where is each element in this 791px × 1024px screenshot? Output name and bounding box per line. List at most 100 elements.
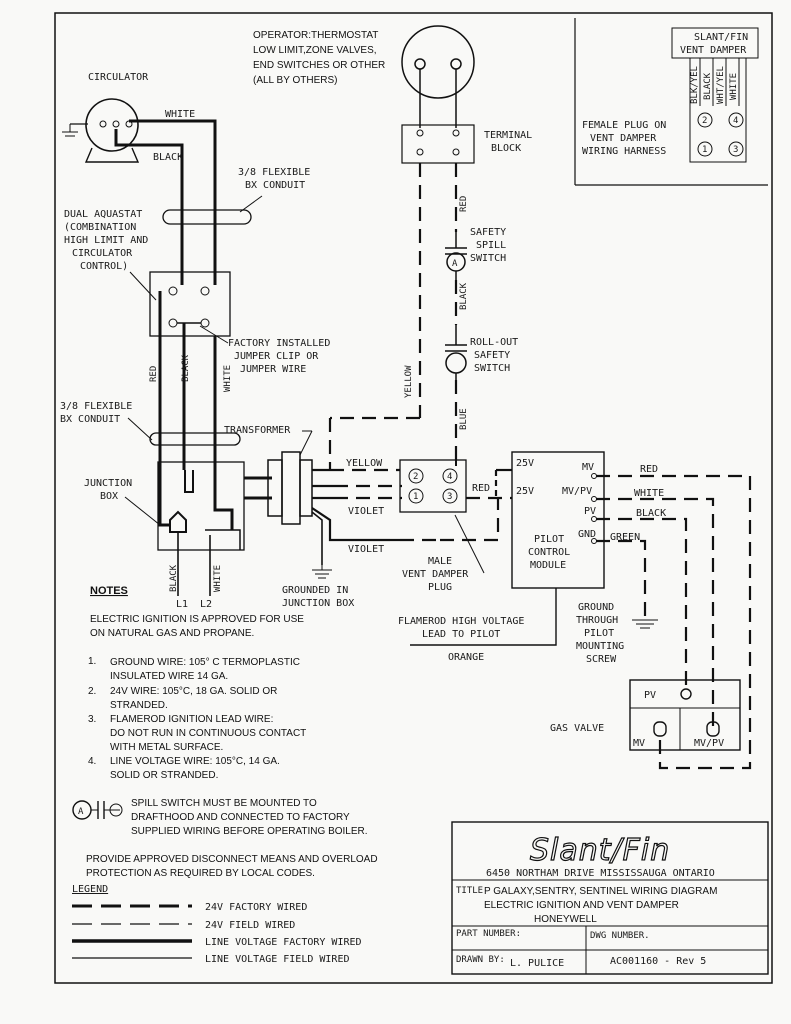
slant-fin-logo: Slant/Fin — [530, 833, 670, 868]
wire-label-red-aq: RED — [149, 366, 159, 382]
svg-text:END SWITCHES OR OTHER: END SWITCHES OR OTHER — [253, 60, 385, 71]
svg-text:WHT/YEL: WHT/YEL — [716, 66, 726, 104]
svg-text:PART NUMBER:: PART NUMBER: — [456, 929, 521, 939]
svg-text:SPILL SWITCH MUST BE MOUNTED T: SPILL SWITCH MUST BE MOUNTED TO — [131, 798, 317, 809]
svg-text:A: A — [78, 807, 84, 817]
operator-device — [401, 25, 475, 128]
svg-text:6450 NORTHAM DRIVE MISSISSAUGA: 6450 NORTHAM DRIVE MISSISSAUGA ONTARIO — [486, 868, 715, 879]
label-l1: L1 — [176, 599, 188, 610]
title-block: Slant/Fin 6450 NORTHAM DRIVE MISSISSAUGA… — [451, 821, 769, 975]
svg-text:GND: GND — [578, 529, 596, 540]
svg-text:PV: PV — [644, 690, 656, 701]
wire-label-blue: BLUE — [459, 408, 469, 430]
svg-text:DWG NUMBER.: DWG NUMBER. — [590, 931, 650, 941]
svg-text:SWITCH: SWITCH — [474, 363, 510, 374]
svg-text:ELECTRIC IGNITION AND VENT DAM: ELECTRIC IGNITION AND VENT DAMPER — [484, 900, 679, 911]
svg-text:DUAL AQUASTAT: DUAL AQUASTAT — [64, 209, 142, 220]
circulator: CIRCULATOR — [62, 72, 149, 163]
svg-text:VENT DAMPER: VENT DAMPER — [680, 45, 747, 56]
svg-text:HONEYWELL: HONEYWELL — [534, 914, 597, 925]
roll-out-switch: ROLL-OUT SAFETY SWITCH — [445, 325, 518, 460]
svg-text:MOUNTING: MOUNTING — [576, 641, 624, 652]
svg-text:MV: MV — [582, 462, 594, 473]
wire-label-red-plug: RED — [472, 483, 490, 494]
junction-box: JUNCTION BOX — [84, 461, 245, 596]
svg-text:PLUG: PLUG — [428, 582, 452, 593]
wire-label-green: GREEN — [610, 532, 640, 543]
svg-text:WITH METAL SURFACE.: WITH METAL SURFACE. — [110, 742, 223, 753]
svg-text:PROTECTION AS REQUIRED BY LOCA: PROTECTION AS REQUIRED BY LOCAL CODES. — [86, 868, 315, 879]
svg-text:CONTROL): CONTROL) — [80, 261, 128, 272]
label-l2: L2 — [200, 599, 212, 610]
wire-label-violet-1: VIOLET — [348, 506, 384, 517]
svg-text:SAFETY: SAFETY — [474, 350, 510, 361]
ground-symbol-transformer: GROUNDED IN JUNCTION BOX — [282, 565, 354, 609]
svg-text:2.: 2. — [88, 686, 96, 697]
safety-spill-switch: A SAFETY SPILL SWITCH — [445, 227, 506, 325]
transformer-label: TRANSFORMER — [224, 425, 313, 456]
svg-text:GROUNDED IN: GROUNDED IN — [282, 585, 348, 596]
wire-label-black-pv: BLACK — [636, 508, 666, 519]
disconnect-note: PROVIDE APPROVED DISCONNECT MEANS AND OV… — [86, 854, 378, 879]
svg-text:JUMPER CLIP OR: JUMPER CLIP OR — [234, 351, 319, 362]
svg-text:25V: 25V — [516, 458, 534, 469]
wire-label-violet-2: VIOLET — [348, 544, 384, 555]
thermostat-field-wiring — [328, 163, 458, 470]
svg-text:ROLL-OUT: ROLL-OUT — [470, 337, 518, 348]
pilot-ground: GROUND THROUGH PILOT MOUNTING SCREW — [576, 602, 658, 665]
svg-text:SLANT/FIN: SLANT/FIN — [694, 32, 748, 43]
wire-label-white-aq: WHITE — [223, 365, 233, 392]
svg-text:SWITCH: SWITCH — [470, 253, 506, 264]
svg-text:BOX: BOX — [100, 491, 118, 502]
circulator-wiring — [114, 119, 217, 285]
svg-text:LINE VOLTAGE FIELD WIRED: LINE VOLTAGE FIELD WIRED — [205, 954, 350, 965]
svg-text:ORANGE: ORANGE — [448, 652, 484, 663]
dual-aquastat: DUAL AQUASTAT (COMBINATION HIGH LIMIT AN… — [64, 209, 231, 337]
svg-text:MV/PV: MV/PV — [562, 486, 592, 497]
svg-text:TERMINAL: TERMINAL — [484, 130, 532, 141]
svg-text:HIGH LIMIT AND: HIGH LIMIT AND — [64, 235, 148, 246]
svg-text:SUPPLIED WIRING BEFORE OPERATI: SUPPLIED WIRING BEFORE OPERATING BOILER. — [131, 826, 368, 837]
bx-conduit-mid: 3/8 FLEXIBLE BX CONDUIT — [60, 401, 241, 446]
svg-text:THROUGH: THROUGH — [576, 615, 618, 626]
wire-label-black-spill: BLACK — [459, 282, 469, 310]
svg-text:A: A — [452, 259, 458, 269]
svg-text:AC001160 - Rev 5: AC001160 - Rev 5 — [610, 956, 706, 967]
svg-text:MALE: MALE — [428, 556, 452, 567]
svg-text:1: 1 — [413, 492, 418, 502]
svg-text:DRAFTHOOD AND CONNECTED TO FAC: DRAFTHOOD AND CONNECTED TO FACTORY — [131, 812, 350, 823]
svg-text:P GALAXY,SENTRY, SENTINEL WIRI: P GALAXY,SENTRY, SENTINEL WIRING DIAGRAM — [484, 886, 717, 897]
wire-label-yellow-vert: YELLOW — [404, 365, 414, 398]
gas-valve: PV MV MV/PV GAS VALVE — [550, 679, 741, 751]
svg-text:3: 3 — [733, 145, 738, 155]
svg-text:3/8 FLEXIBLE: 3/8 FLEXIBLE — [60, 401, 132, 412]
svg-text:4.: 4. — [88, 756, 96, 767]
svg-text:LINE VOLTAGE FACTORY WIRED: LINE VOLTAGE FACTORY WIRED — [205, 937, 362, 948]
plug-to-module-wiring — [400, 460, 512, 542]
svg-text:(COMBINATION: (COMBINATION — [64, 222, 136, 233]
svg-text:LOW LIMIT,ZONE VALVES,: LOW LIMIT,ZONE VALVES, — [253, 45, 377, 56]
svg-text:GAS VALVE: GAS VALVE — [550, 723, 604, 734]
svg-text:VENT DAMPER: VENT DAMPER — [402, 569, 469, 580]
svg-text:FLAMEROD IGNITION LEAD WIRE:: FLAMEROD IGNITION LEAD WIRE: — [110, 714, 273, 725]
wire-label-white-l2: WHITE — [213, 565, 223, 592]
transformer — [244, 451, 390, 565]
svg-text:NOTES: NOTES — [90, 585, 128, 597]
svg-text:PILOT: PILOT — [534, 534, 564, 545]
svg-text:DO NOT RUN IN CONTINUOUS CONTA: DO NOT RUN IN CONTINUOUS CONTACT — [110, 728, 306, 739]
svg-text:25V: 25V — [516, 486, 534, 497]
svg-text:WIRING HARNESS: WIRING HARNESS — [582, 146, 666, 157]
svg-text:3/8 FLEXIBLE: 3/8 FLEXIBLE — [238, 167, 310, 178]
wire-label-white-circ: WHITE — [165, 109, 195, 120]
wire-label-black-l1: BLACK — [169, 564, 179, 592]
svg-text:BLACK: BLACK — [703, 72, 713, 100]
svg-text:SCREW: SCREW — [586, 654, 617, 665]
svg-text:ELECTRIC IGNITION IS APPROVED: ELECTRIC IGNITION IS APPROVED FOR USE — [90, 614, 304, 625]
svg-text:3: 3 — [447, 492, 452, 502]
module-to-gasvalve-wiring — [596, 474, 752, 770]
page-border — [54, 12, 773, 984]
wire-label-red-mv: RED — [640, 464, 658, 475]
svg-text:CIRCULATOR: CIRCULATOR — [72, 248, 133, 259]
